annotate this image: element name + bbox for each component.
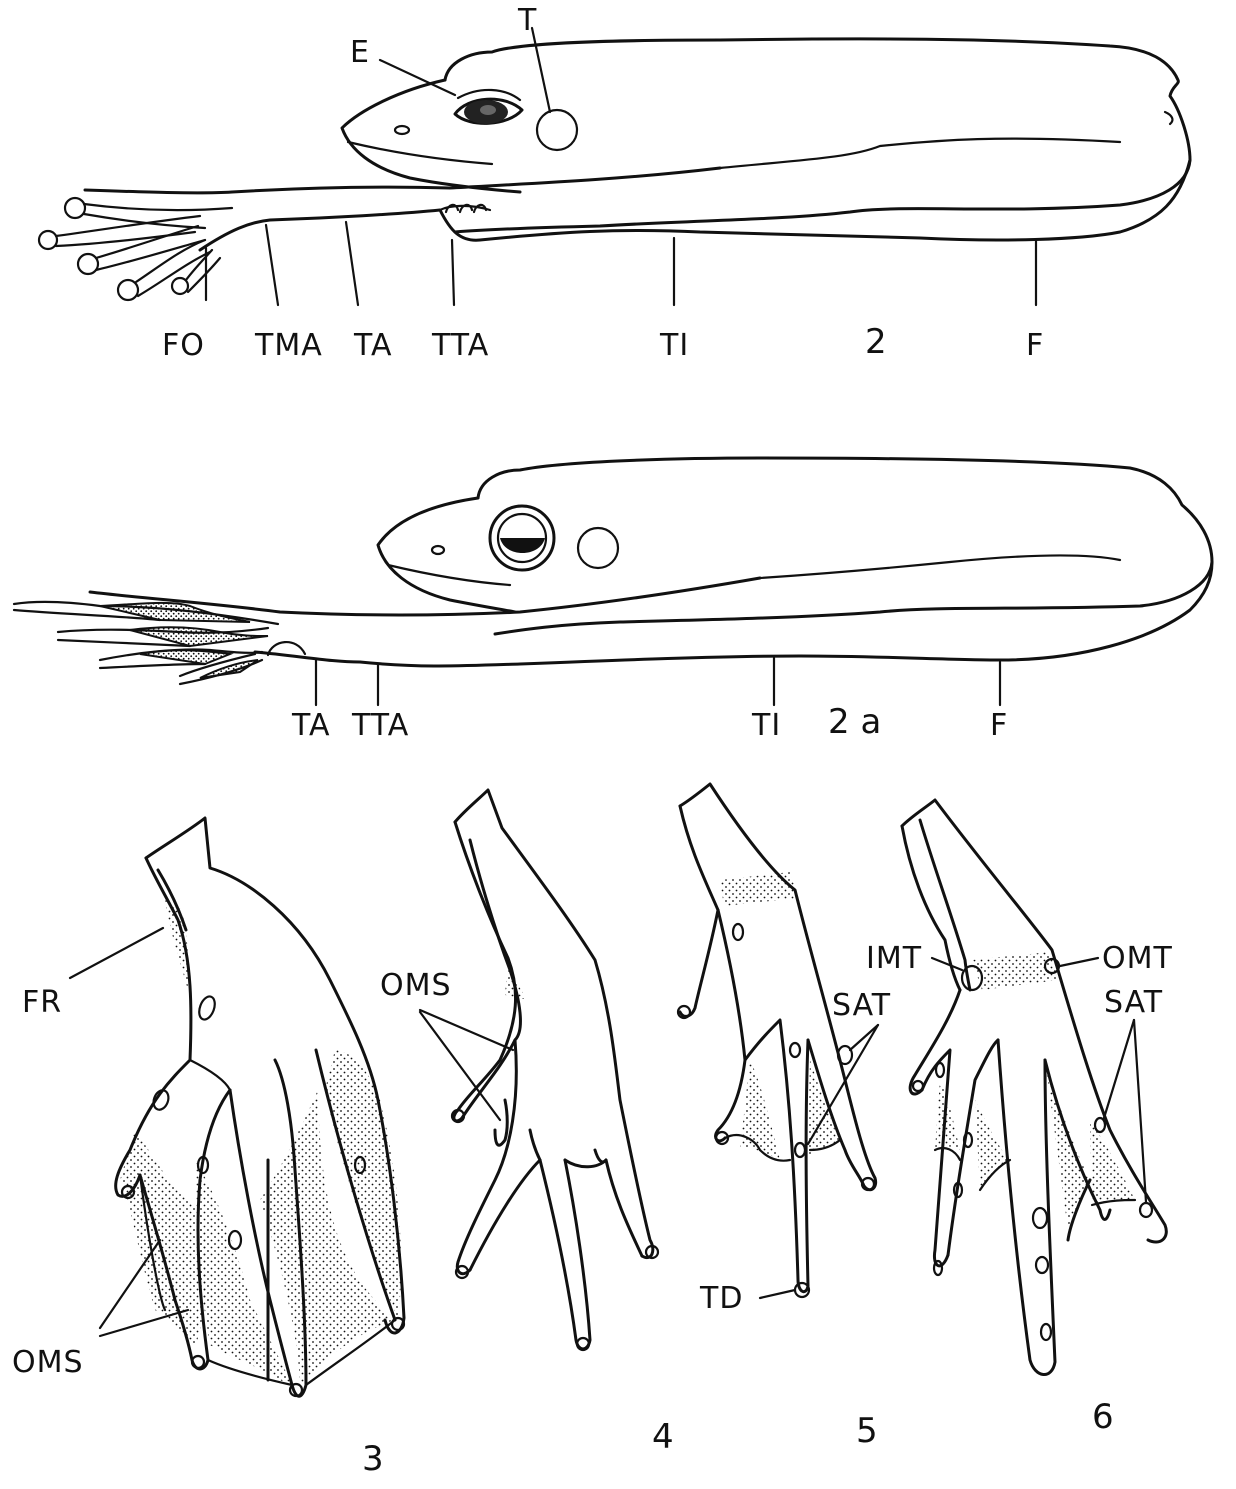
figure-number-5: 5 bbox=[856, 1411, 878, 1451]
figure-3-hind-foot: FR OMS 3 bbox=[12, 818, 404, 1479]
label-femur: F bbox=[990, 708, 1008, 743]
tympanum-icon bbox=[578, 528, 618, 568]
eye-icon bbox=[455, 90, 522, 124]
figure-4-hind-foot: OMS 4 bbox=[380, 790, 674, 1457]
label-subarticular-tubercle: SAT bbox=[1104, 985, 1163, 1020]
label-outer-metatarsal-space: OMS bbox=[380, 968, 452, 1003]
eye-icon bbox=[490, 506, 554, 570]
label-outer-metatarsal-tubercle: OMT bbox=[1102, 941, 1173, 976]
label-toe-disc: TD bbox=[699, 1281, 743, 1316]
figure-number-6: 6 bbox=[1092, 1397, 1114, 1437]
figure-number-4: 4 bbox=[652, 1417, 674, 1457]
label-tarsus: TA bbox=[353, 328, 393, 363]
label-outer-metatarsal-space: OMS bbox=[12, 1345, 84, 1380]
figure-number-2a: 2 a bbox=[828, 702, 881, 742]
figure-number-2: 2 bbox=[865, 322, 887, 362]
label-tibiotarsal: TTA bbox=[351, 708, 409, 743]
label-eye: E bbox=[350, 35, 370, 70]
label-tibia: TI bbox=[659, 328, 689, 363]
label-fringe: FR bbox=[22, 985, 62, 1020]
label-tibiotarsal: TTA bbox=[431, 328, 489, 363]
label-inner-metatarsal-tubercle: IMT bbox=[866, 941, 922, 976]
figure-2-frog-lateral: E T FO TMA TA TTA TI 2 F bbox=[39, 3, 1190, 363]
label-foot: FO bbox=[162, 328, 205, 363]
figure-5-hind-foot: SAT TD 5 bbox=[678, 784, 891, 1451]
label-tarsus: TA bbox=[291, 708, 331, 743]
label-femur: F bbox=[1026, 328, 1044, 363]
figure-2a-frog-lateral: TA TTA TI 2 a F bbox=[14, 458, 1212, 743]
label-subarticular-tubercle: SAT bbox=[832, 988, 891, 1023]
figure-6-hind-foot: IMT OMT SAT 6 bbox=[866, 800, 1173, 1437]
label-tarsometatarsal: TMA bbox=[254, 328, 323, 363]
figure-number-3: 3 bbox=[362, 1439, 384, 1479]
foot-toes bbox=[14, 602, 278, 684]
label-tibia: TI bbox=[751, 708, 781, 743]
label-tympanum: T bbox=[517, 3, 537, 38]
tympanum-icon bbox=[537, 110, 577, 150]
